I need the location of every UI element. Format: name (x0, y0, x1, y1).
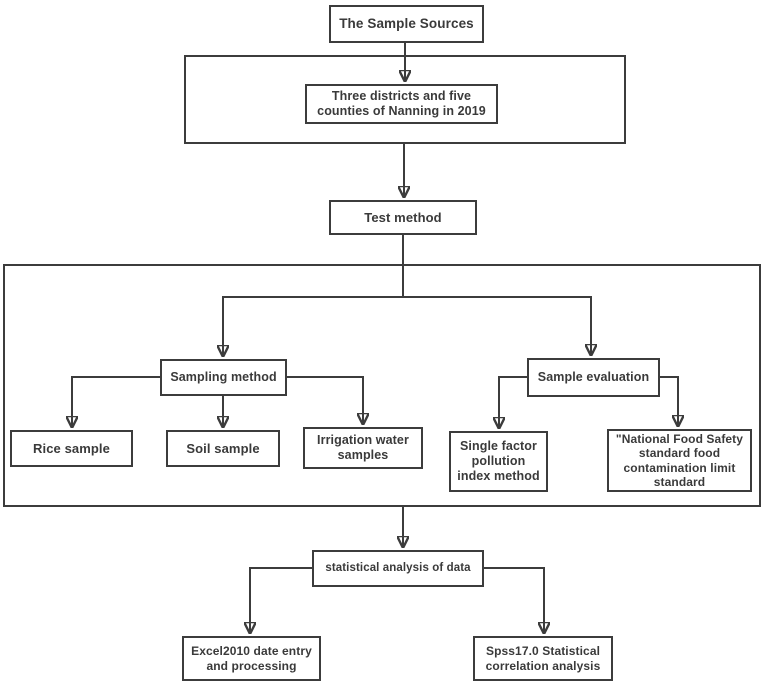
node-irrigation-water-samples: Irrigation water samples (303, 427, 423, 469)
node-sample-evaluation: Sample evaluation (527, 358, 660, 397)
node-national-food-safety-standard: "National Food Safety standard food cont… (607, 429, 752, 492)
edge-statistical-to-spss (483, 567, 544, 634)
node-single-factor-pollution-index: Single factor pollution index method (449, 431, 548, 492)
node-test-method: Test method (329, 200, 477, 235)
edge-evaluation-to-standard (660, 376, 678, 427)
node-sampling-method: Sampling method (160, 359, 287, 396)
edge-evaluation-to-singlefactor (499, 376, 527, 429)
node-districts-counties: Three districts and five counties of Nan… (305, 84, 498, 124)
node-sample-sources: The Sample Sources (329, 5, 484, 43)
edge-sampling-to-rice (72, 376, 160, 428)
node-rice-sample: Rice sample (10, 430, 133, 467)
edge-sampling-to-irrigation (287, 376, 363, 425)
node-spss-correlation-analysis: Spss17.0 Statistical correlation analysi… (473, 636, 613, 681)
edge-statistical-to-excel (250, 567, 312, 634)
node-soil-sample: Soil sample (166, 430, 280, 467)
node-excel-data-entry: Excel2010 date entry and processing (182, 636, 321, 681)
group-box-test-method (3, 264, 761, 507)
node-statistical-analysis: statistical analysis of data (312, 550, 484, 587)
